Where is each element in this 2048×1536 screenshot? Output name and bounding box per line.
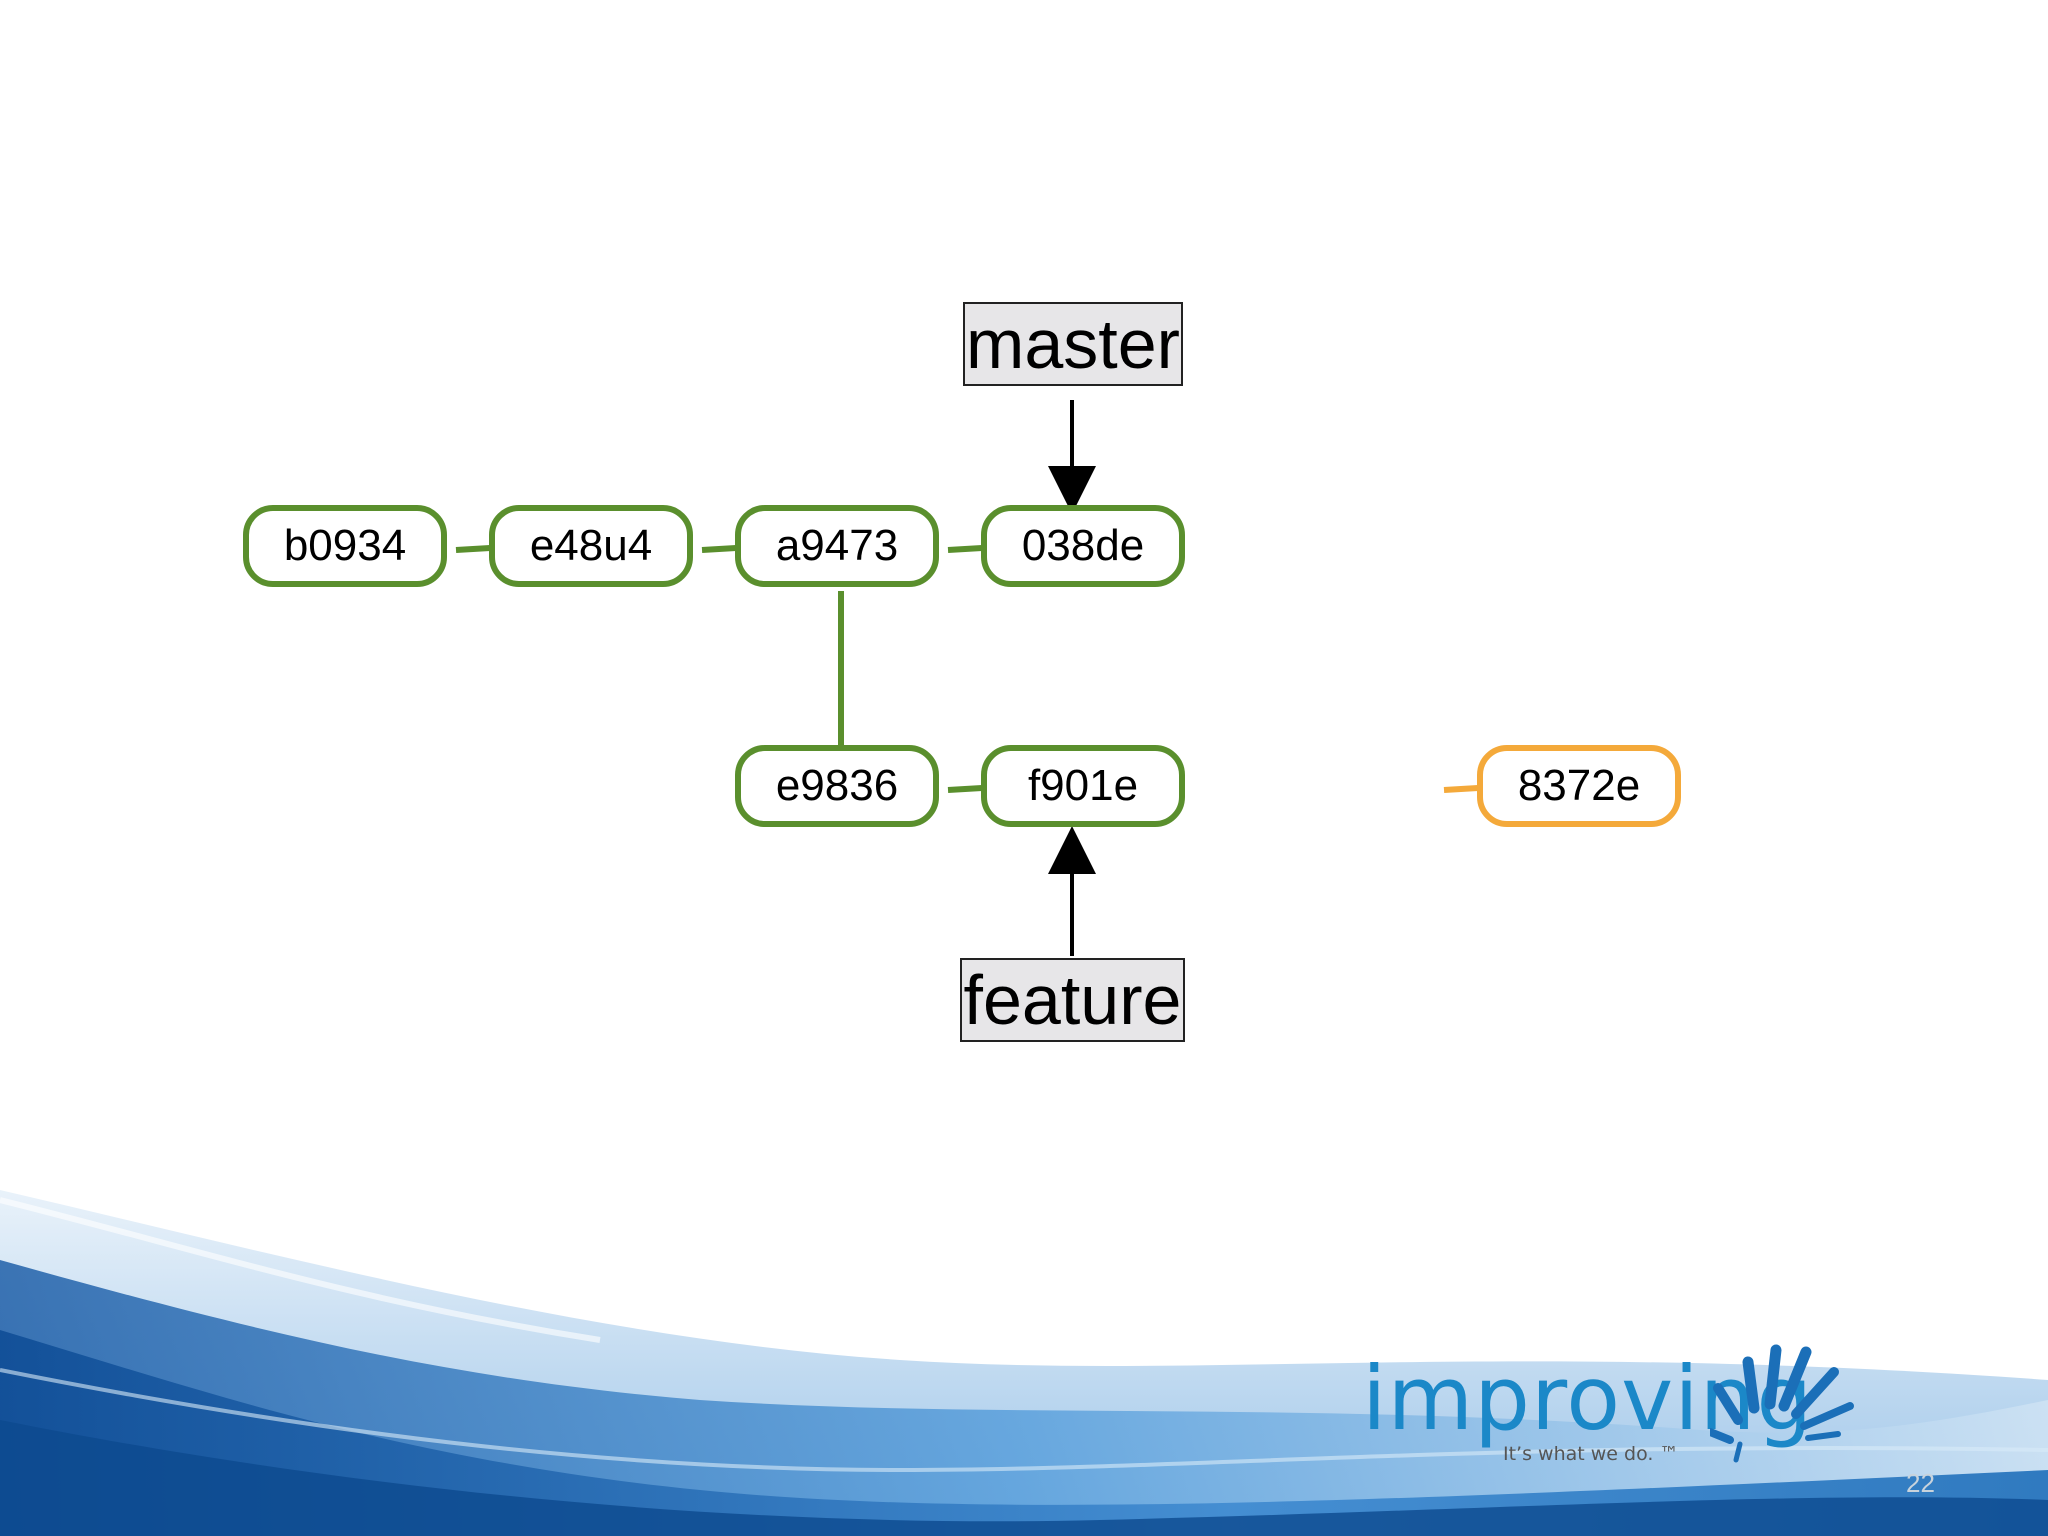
- commit-node: e48u4: [489, 505, 693, 587]
- branch-label-feature: feature: [960, 958, 1185, 1042]
- commit-node: 038de: [981, 505, 1185, 587]
- commit-node: b0934: [243, 505, 447, 587]
- branch-label-master: master: [963, 302, 1183, 386]
- slide-page-number: 22: [1906, 1468, 1935, 1498]
- sunburst-logo-icon: [1710, 1344, 1854, 1463]
- edge-b0934-e48u4: [455, 545, 491, 553]
- commit-node-orphan: 8372e: [1477, 745, 1681, 827]
- edge-a9473-038de: [947, 545, 983, 553]
- edge-e48u4-a9473: [701, 545, 737, 553]
- edge-orphan-8372e: [1443, 785, 1479, 793]
- commit-node: f901e: [981, 745, 1185, 827]
- commit-node: e9836: [735, 745, 939, 827]
- company-logo-text: improving: [1362, 1347, 1814, 1450]
- company-tagline: It’s what we do. ™: [1503, 1443, 1679, 1465]
- commit-node: a9473: [735, 505, 939, 587]
- edge-e9836-f901e: [947, 785, 983, 793]
